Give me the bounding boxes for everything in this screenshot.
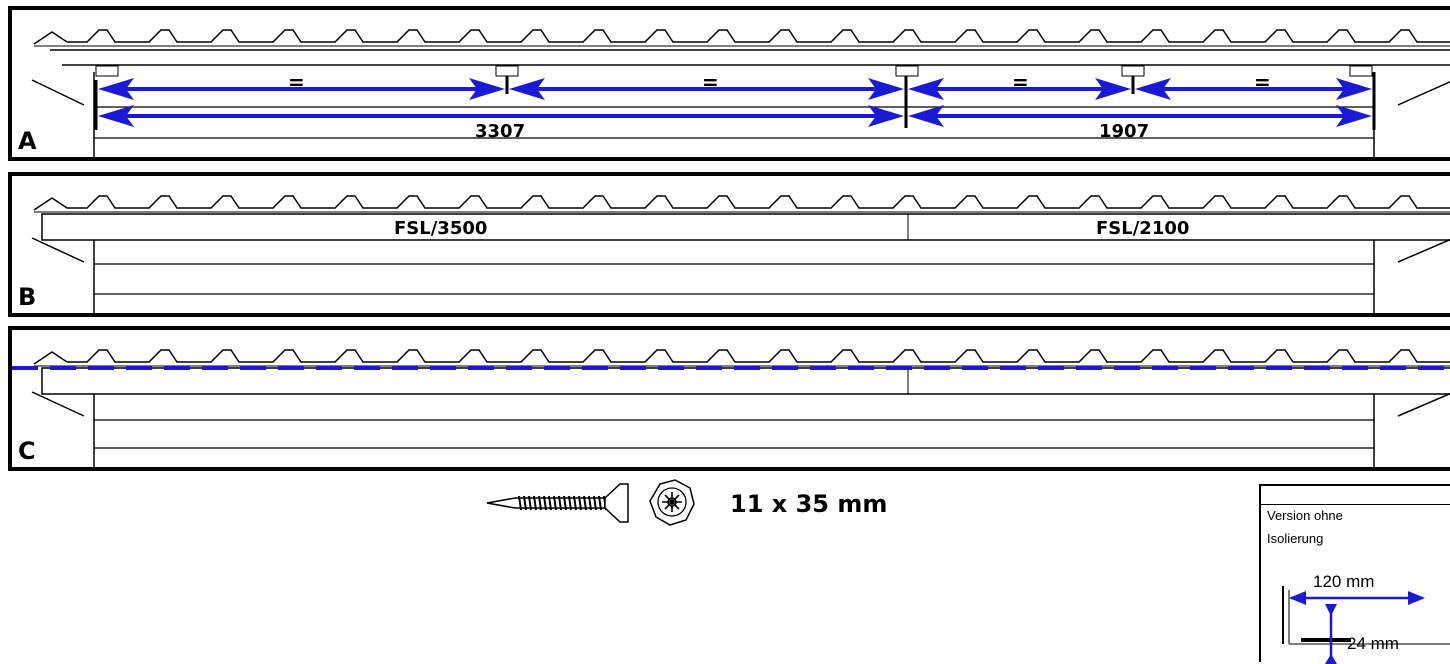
inset-dim-width: 120 mm — [1313, 572, 1375, 591]
clip — [895, 65, 919, 77]
arrow-head — [868, 105, 904, 127]
arrow-head — [98, 78, 134, 100]
profile-label-right: FSL/2100 — [1096, 218, 1190, 239]
screw-spec-text: 11 x 35 mm — [730, 490, 888, 518]
equal-mark: = — [1012, 70, 1029, 94]
arrow-head — [1336, 105, 1372, 127]
panel-c: C — [8, 326, 1450, 471]
roof-tiles — [33, 195, 1450, 213]
panel-label: A — [18, 127, 37, 155]
roof-tiles — [33, 29, 1450, 47]
torx-drive-icon — [649, 479, 695, 526]
roof-tile-outline — [33, 195, 1450, 211]
fascia-board — [41, 213, 1450, 241]
arrow-head — [469, 78, 505, 100]
inset-label-line1: Version ohne — [1267, 508, 1343, 523]
arrow-head — [1095, 78, 1131, 100]
equal-mark: = — [702, 70, 719, 94]
panel-label: B — [18, 283, 37, 311]
inset-top-line — [1261, 504, 1450, 505]
arrow-head — [509, 78, 545, 100]
clip — [495, 65, 519, 77]
clip — [1121, 65, 1145, 77]
arrow-head — [98, 105, 134, 127]
roof-tile-outline — [33, 349, 1450, 365]
dimension-arrows — [98, 78, 1372, 127]
arrow-head — [1336, 78, 1372, 100]
inset-label: Version ohne Isolierung — [1267, 504, 1417, 550]
inset-label-line2: Isolierung — [1267, 531, 1324, 546]
dimension-left: 3307 — [475, 121, 526, 142]
arrow-head — [1135, 78, 1171, 100]
panel-b: FSL/3500 FSL/2100 B — [8, 172, 1450, 317]
detail-inset: Version ohne Isolierung 120 mm 24 mm — [1259, 484, 1450, 664]
arrow-head — [868, 78, 904, 100]
roof-tiles — [33, 349, 1450, 367]
right-bracket — [1397, 392, 1450, 417]
panel-c-drawing — [12, 349, 1450, 467]
left-bracket — [31, 237, 85, 263]
screw-spec-area: 11 x 35 mm — [485, 476, 915, 536]
clip — [95, 65, 119, 77]
fascia-board — [41, 367, 1450, 395]
panel-a: = = = = 3307 1907 A — [8, 6, 1450, 161]
equal-mark: = — [288, 70, 305, 94]
right-bracket — [1397, 238, 1450, 263]
panel-b-drawing — [31, 195, 1450, 313]
arrow-head — [908, 78, 944, 100]
dimension-right: 1907 — [1099, 121, 1150, 142]
clip — [1349, 65, 1373, 77]
right-bracket — [1397, 80, 1450, 106]
roof-tile-outline — [33, 29, 1450, 45]
screw-thread — [518, 495, 607, 511]
left-bracket — [31, 391, 85, 417]
screw-icon — [486, 479, 695, 526]
inset-drawing — [1282, 586, 1450, 664]
left-bracket — [31, 79, 85, 106]
panel-a-drawing — [31, 29, 1450, 157]
inset-dim-height: 24 mm — [1347, 634, 1399, 653]
equal-mark: = — [1254, 70, 1271, 94]
panel-label: C — [18, 437, 36, 465]
profile-label-left: FSL/3500 — [394, 218, 488, 239]
arrow-head — [908, 105, 944, 127]
